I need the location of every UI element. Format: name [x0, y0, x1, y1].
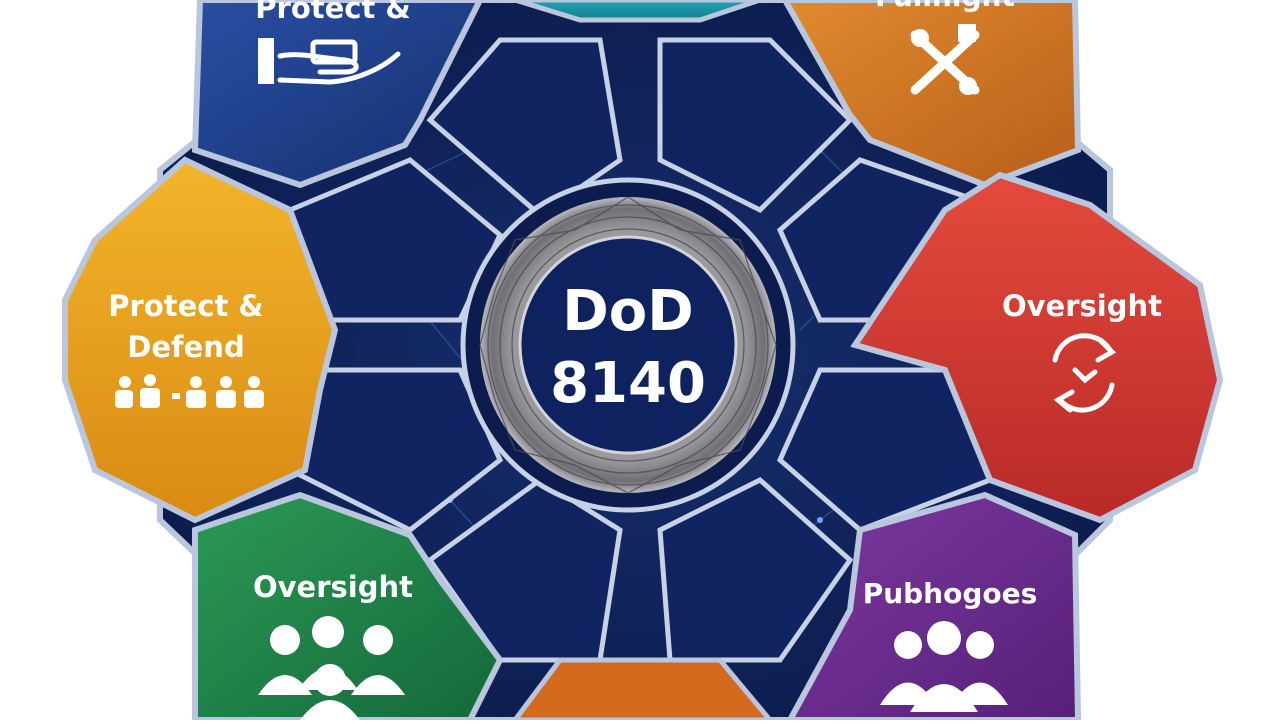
tools-icon	[910, 24, 980, 95]
segment-bottom-right-label: Pubhogoes	[863, 577, 1038, 610]
segment-top[interactable]	[514, 0, 761, 23]
segment-right-label: Oversight	[1002, 289, 1162, 323]
segment-bottom-left-label: Oversight	[253, 570, 413, 604]
people-row-icon	[115, 374, 264, 408]
segment-top-left-label: Protect &	[255, 0, 410, 25]
panel-upper-right	[657, 37, 854, 214]
center-title-line-1: DoD	[562, 279, 693, 344]
center-hub: DoD 8140	[460, 177, 796, 513]
segment-left-label-line-1: Protect &	[108, 289, 263, 323]
cycle-arrows-icon	[1052, 333, 1117, 413]
center-title-line-2: 8140	[550, 351, 706, 416]
hand-icon	[258, 38, 401, 85]
panel-upper-left	[426, 37, 623, 219]
segment-left[interactable]: Protect & Defend	[62, 156, 339, 524]
segment-right[interactable]: Oversight	[850, 171, 1224, 524]
panel-right-lower	[776, 367, 994, 533]
mesh-ring-lines	[479, 196, 777, 494]
segment-left-label-line-2: Defend	[127, 330, 244, 364]
group-icon	[880, 621, 1008, 712]
team-icon	[258, 616, 405, 720]
segment-top-left[interactable]: Protect &	[191, 0, 484, 189]
panel-lower-right	[657, 477, 854, 663]
segment-top-right-label: Fullnight	[875, 0, 1015, 13]
